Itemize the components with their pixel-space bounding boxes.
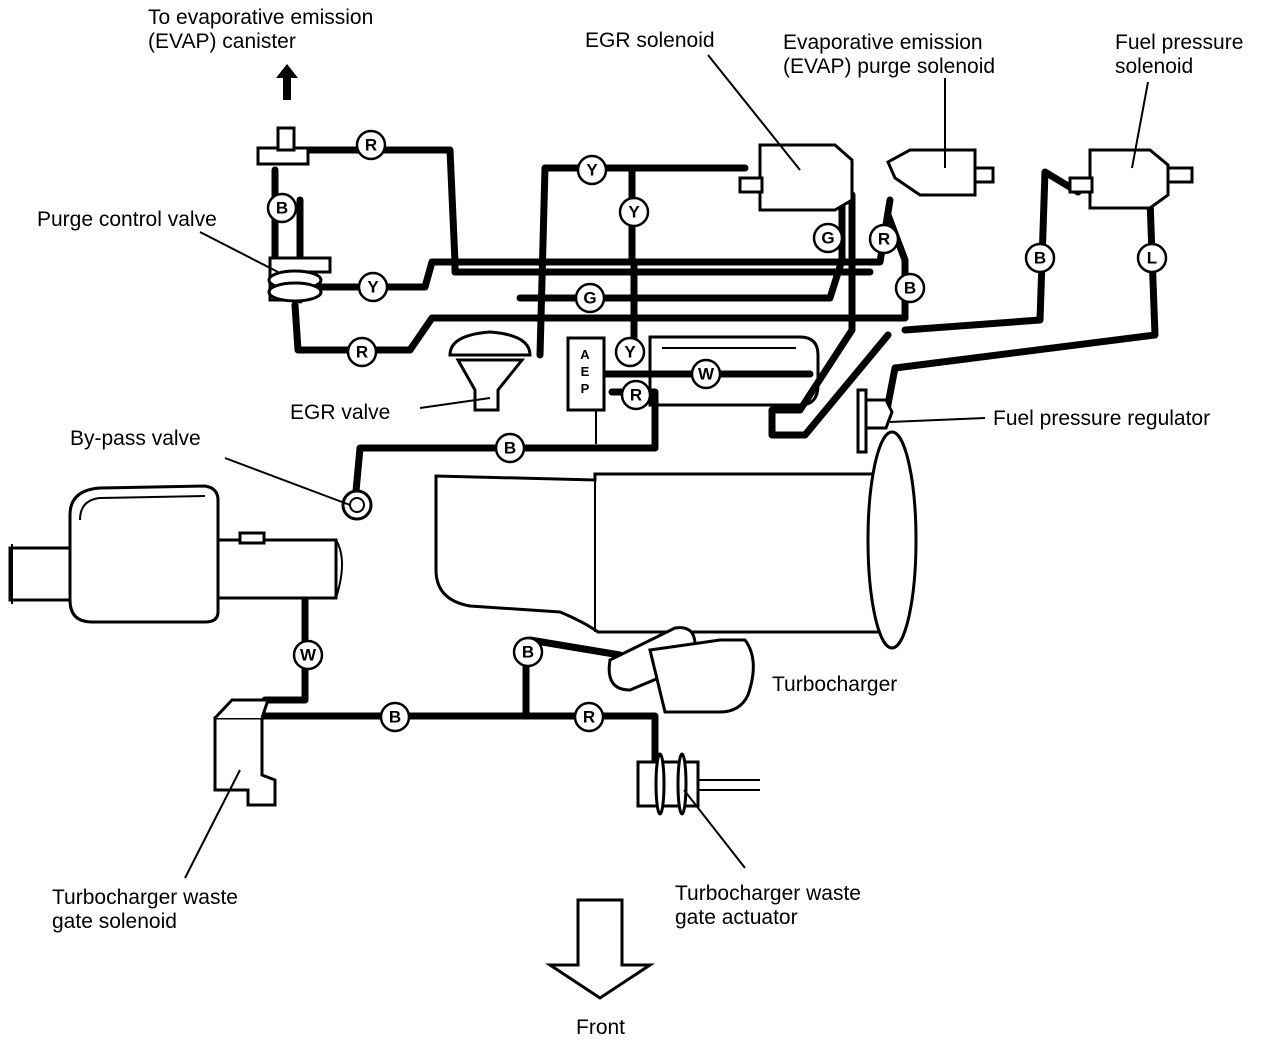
- svg-text:R: R: [583, 708, 595, 727]
- front-arrow: [545, 898, 655, 1000]
- label-egr-solenoid: EGR solenoid: [585, 29, 715, 52]
- label-waste-gate-actuator: gate actuator: [675, 906, 798, 929]
- evap-purge-solenoid: [886, 148, 995, 197]
- purge-control-valve: [256, 126, 332, 303]
- label-waste-gate-solenoid: Turbocharger waste: [52, 886, 238, 909]
- label-evap-purge-solenoid: Evaporative emission: [783, 31, 983, 54]
- hose-tag: W: [690, 358, 722, 390]
- label-front: Front: [576, 1016, 625, 1039]
- hose-tag: Y: [614, 336, 646, 368]
- fuel-pressure-regulator: [856, 388, 894, 454]
- waste-gate-actuator: [636, 752, 760, 816]
- svg-text:R: R: [630, 386, 642, 405]
- hose-tag: Y: [618, 196, 650, 228]
- label-fuel-pressure-solenoid: solenoid: [1115, 55, 1193, 78]
- label-to-evap-canister: To evaporative emission: [148, 6, 373, 29]
- svg-text:R: R: [878, 230, 890, 249]
- label-evap-purge-solenoid: (EVAP) purge solenoid: [783, 55, 995, 78]
- egr-valve: [448, 330, 532, 412]
- svg-text:R: R: [365, 136, 377, 155]
- hose-tag: B: [379, 701, 411, 733]
- label-by-pass-valve: By-pass valve: [70, 427, 201, 450]
- hose-tag: R: [355, 129, 387, 161]
- svg-text:Y: Y: [586, 161, 598, 180]
- svg-text:W: W: [300, 646, 317, 665]
- component-labels: To evaporative emission (EVAP) canister …: [37, 6, 1243, 1039]
- label-egr-valve: EGR valve: [290, 401, 390, 424]
- svg-text:G: G: [583, 289, 596, 308]
- svg-text:B: B: [389, 708, 401, 727]
- label-to-evap-canister: (EVAP) canister: [148, 30, 296, 53]
- svg-text:Y: Y: [367, 278, 379, 297]
- svg-text:L: L: [1147, 249, 1157, 268]
- aep-port-block: [566, 336, 606, 444]
- hose-tag: B: [494, 432, 526, 464]
- hose-tag: B: [266, 192, 298, 224]
- svg-text:B: B: [504, 439, 516, 458]
- svg-text:B: B: [904, 279, 916, 298]
- svg-text:E: E: [581, 364, 590, 379]
- egr-solenoid: [738, 143, 854, 212]
- label-purge-control-valve: Purge control valve: [37, 208, 217, 231]
- hose-tag: R: [868, 223, 900, 255]
- label-waste-gate-actuator: Turbocharger waste: [675, 882, 861, 905]
- svg-text:B: B: [1034, 249, 1046, 268]
- label-waste-gate-solenoid: gate solenoid: [52, 910, 177, 933]
- svg-text:B: B: [522, 643, 534, 662]
- hose-tag: G: [812, 222, 844, 254]
- hose-tag: Y: [576, 154, 608, 186]
- label-turbocharger: Turbocharger: [772, 673, 897, 696]
- hose-tag: B: [894, 272, 926, 304]
- hose-tag: Y: [357, 271, 389, 303]
- hose-tag: G: [574, 282, 606, 314]
- svg-text:W: W: [698, 365, 715, 384]
- hose-tag: R: [620, 379, 652, 411]
- svg-text:B: B: [276, 199, 288, 218]
- hose-tag: R: [346, 336, 378, 368]
- evap-canister-arrow: [276, 64, 298, 100]
- svg-text:R: R: [356, 343, 368, 362]
- svg-text:Y: Y: [628, 203, 640, 222]
- intercooler-body: [434, 430, 918, 650]
- hose-tag: B: [1024, 242, 1056, 274]
- hose-tag: L: [1136, 242, 1168, 274]
- hose-tag: R: [573, 701, 605, 733]
- waste-gate-solenoid: [213, 698, 277, 807]
- svg-text:G: G: [821, 229, 834, 248]
- label-fuel-pressure-solenoid: Fuel pressure: [1115, 31, 1243, 54]
- svg-text:A: A: [580, 347, 590, 362]
- air-cleaner: [8, 484, 343, 624]
- leader-lines: [184, 54, 1149, 879]
- hose-tag: B: [512, 636, 544, 668]
- aep-letters: A E P: [580, 347, 590, 396]
- hose-tag: W: [292, 639, 324, 671]
- fuel-pressure-solenoid: [1068, 148, 1194, 210]
- turbocharger: [607, 626, 755, 714]
- label-fuel-pressure-regulator: Fuel pressure regulator: [993, 407, 1210, 430]
- hose-tags: R B Y R Y Y G G R B B L Y W R B W B B R: [266, 129, 1168, 733]
- svg-text:P: P: [581, 381, 590, 396]
- svg-text:Y: Y: [624, 343, 636, 362]
